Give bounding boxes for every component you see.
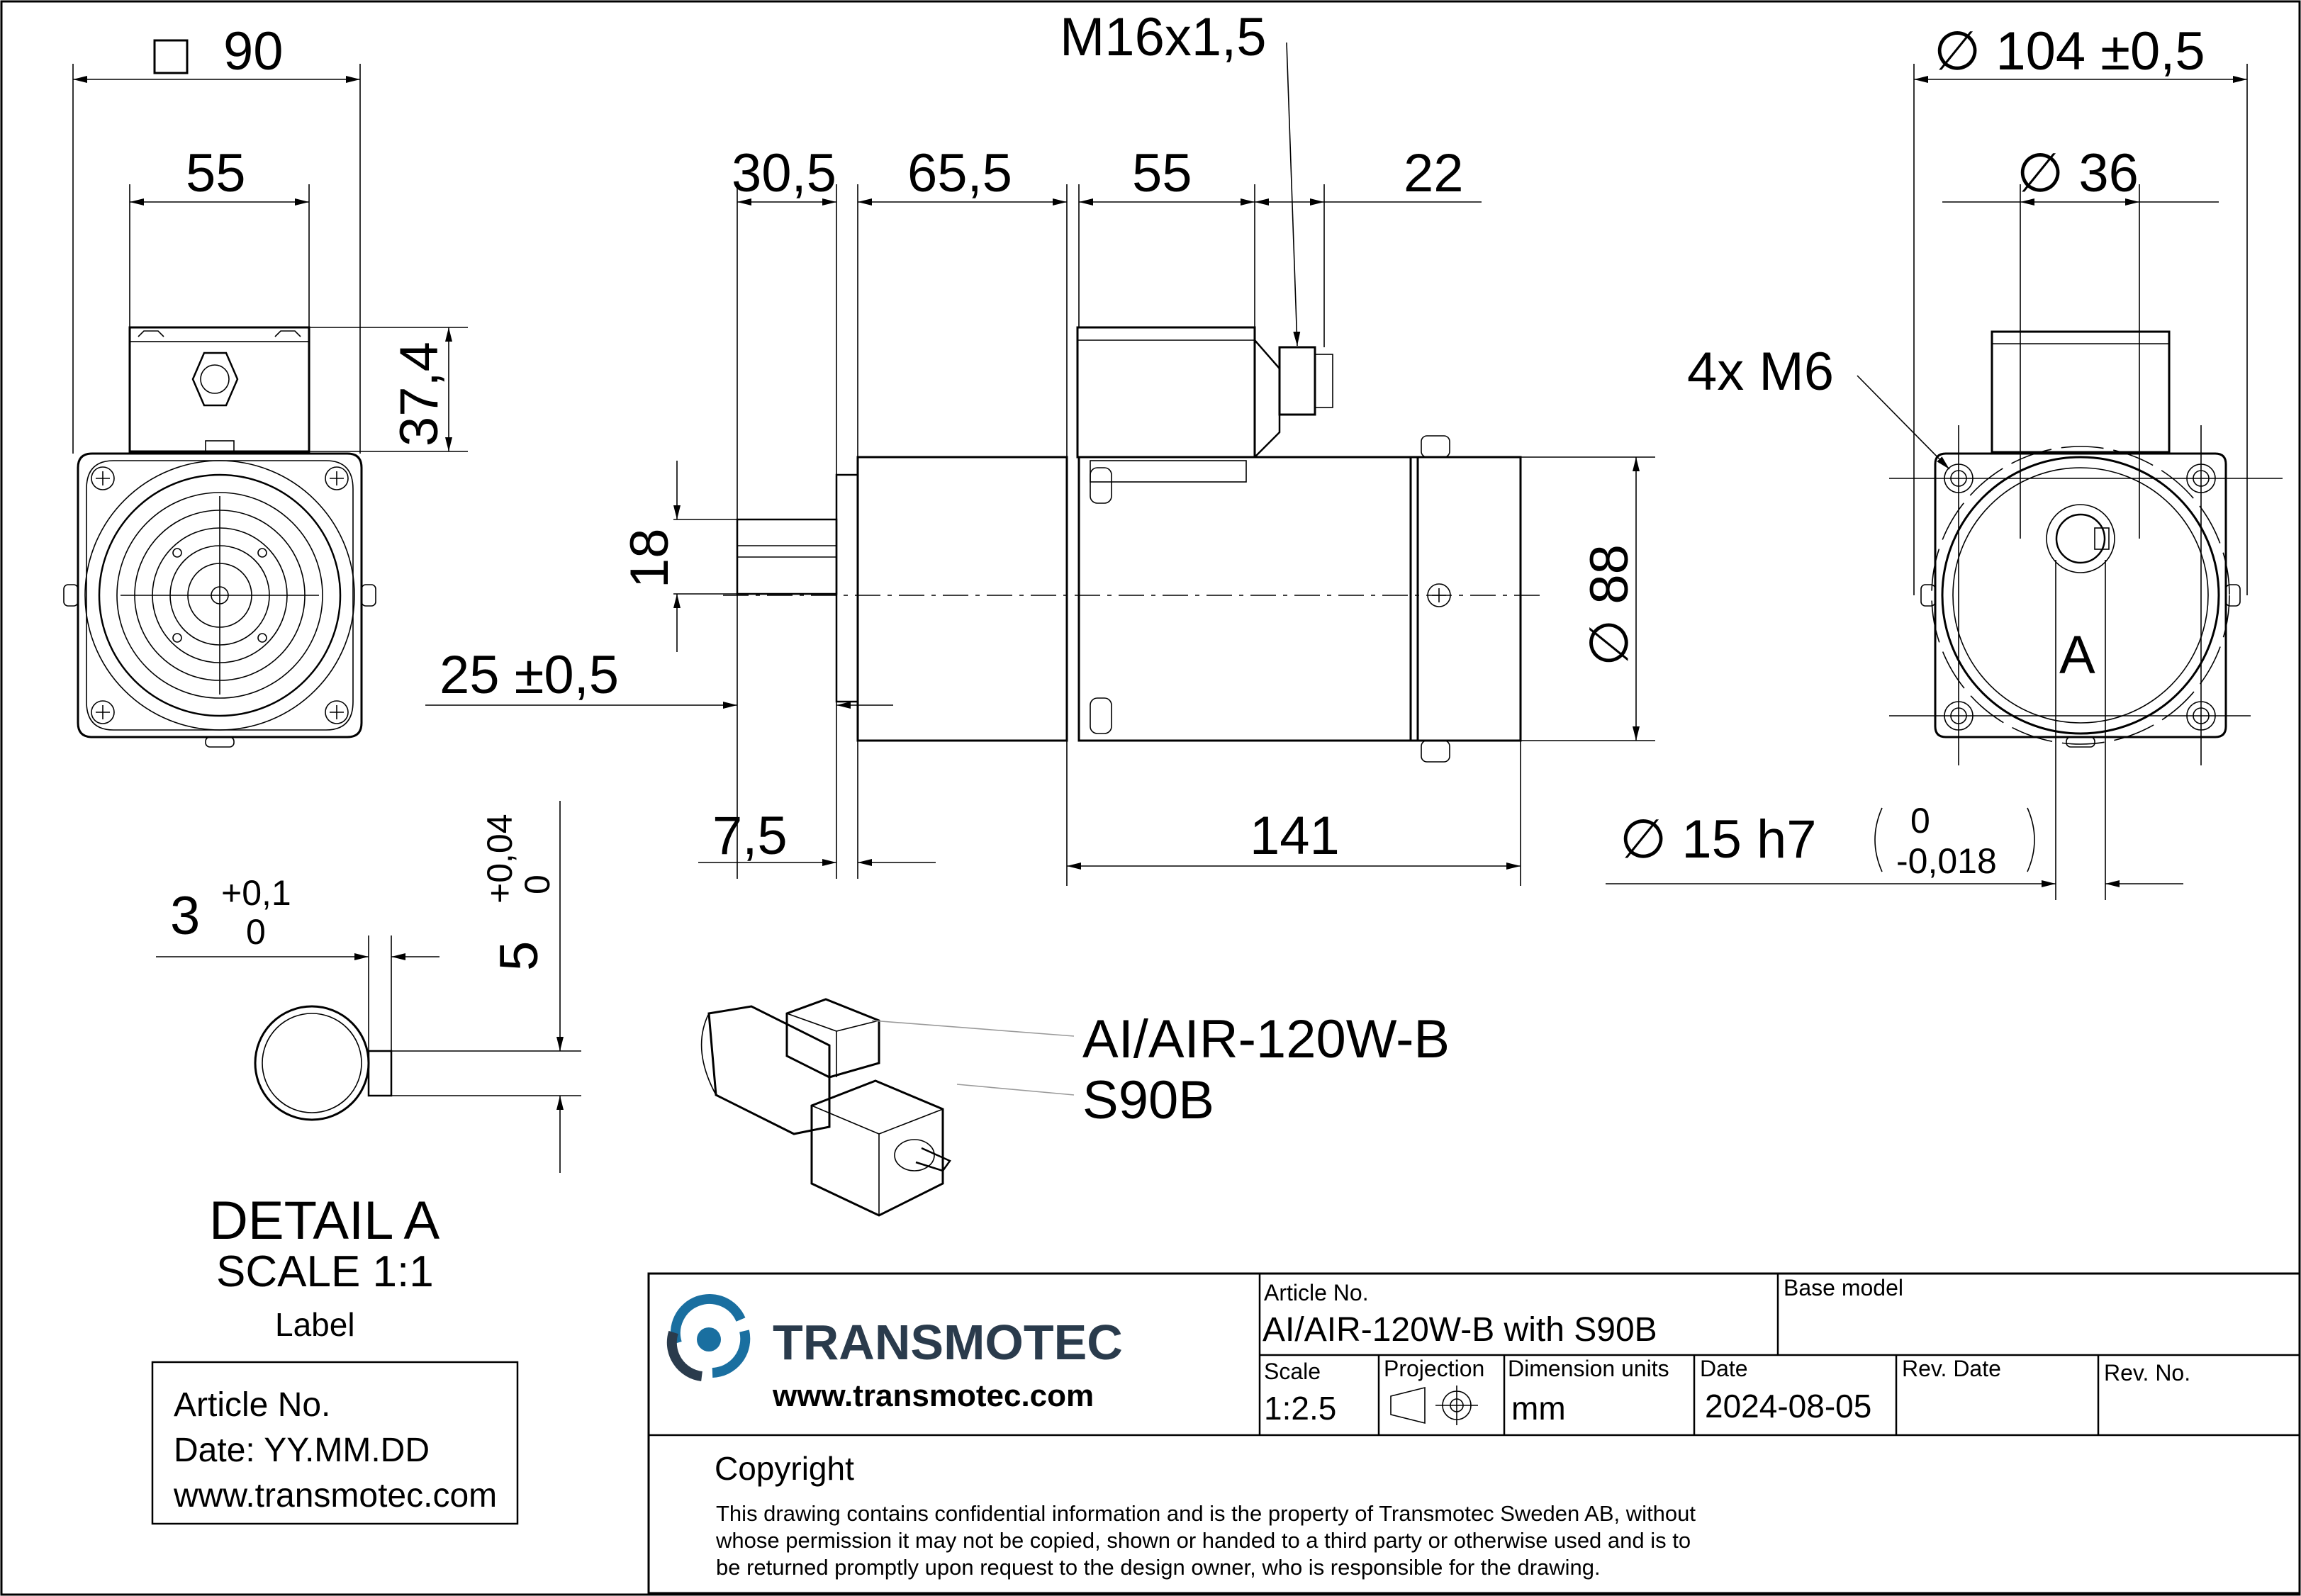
copyright-title: Copyright [715,1450,854,1487]
isometric-view [700,998,1075,1217]
copyright-line-2: whose permission it may not be copied, s… [715,1528,1691,1553]
dim-key-depth-tol-up: +0,04 [480,814,520,904]
dim-rear-inner-dia: ∅ 36 [2017,143,2139,203]
rev-no-label: Rev. No. [2104,1360,2190,1386]
detail-scale: SCALE 1:1 [216,1247,434,1296]
company-website: www.transmotec.com [772,1378,1094,1413]
label-line2: Date: YY.MM.DD [174,1432,430,1469]
dim-shaft-length: 25 ±0,5 [440,645,619,705]
dim-shaft-tol-upper: 0 [1910,801,1930,841]
label-line3: www.transmotec.com [173,1477,497,1514]
article-value: AI/AIR-120W-B with S90B [1263,1311,1657,1349]
dim-side-d4: 22 [1404,143,1464,203]
title-block [647,1272,2301,1595]
dim-front-square: 90 [223,21,284,82]
dim-side-d3: 55 [1132,143,1192,203]
label-line1: Article No. [174,1386,330,1424]
detail-title: DETAIL A [209,1191,440,1251]
front-view [63,39,468,748]
date-label: Date [1700,1356,1748,1381]
dim-shaft-dia: ∅ 15 h7 [1620,809,1817,870]
rear-view [1606,64,2283,900]
company-name: TRANSMOTEC [773,1315,1123,1370]
label-caption: Label [275,1306,355,1343]
date-value: 2024-08-05 [1705,1388,1871,1424]
scale-label: Scale [1264,1359,1321,1384]
dim-side-d1: 30,5 [732,143,836,203]
dim-shaft-tol-lower: -0,018 [1896,841,1997,881]
dim-body-dia: ∅ 88 [1579,544,1640,666]
detail-marker: A [2059,625,2095,685]
dim-thread: M16x1,5 [1060,7,1267,67]
projection-label: Projection [1384,1356,1484,1381]
detail-a-view [156,801,581,1173]
units-label: Dimension units [1508,1356,1669,1381]
dim-pilot: 7,5 [712,806,788,866]
dim-key-width-tol-low: 0 [246,912,266,952]
dim-key-depth: 5 [489,941,549,971]
scale-value: 1:2.5 [1264,1390,1336,1427]
callout-gearbox: S90B [1082,1070,1214,1130]
dim-front-width: 55 [186,143,246,203]
label-box [151,1361,519,1525]
base-model-label: Base model [1784,1275,1903,1300]
units-value: mm [1511,1390,1566,1427]
dim-shaft: 18 [620,528,680,588]
dim-front-height: 37,4 [389,342,449,446]
dim-rear-holes: 4x M6 [1687,342,1834,402]
logo-mark [666,1293,751,1381]
side-view [425,42,1655,886]
dim-rear-outer-dia: ∅ 104 ±0,5 [1934,21,2205,82]
dim-side-d2: 65,5 [907,143,1012,203]
article-label: Article No. [1264,1280,1369,1305]
rev-date-label: Rev. Date [1902,1356,2001,1381]
dim-key-depth-tol-low: 0 [517,875,557,894]
dim-key-width-tol-up: +0,1 [221,873,291,913]
projection-symbol-icon [1390,1386,1478,1425]
dim-key-width: 3 [170,886,200,946]
copyright-line-1: This drawing contains confidential infor… [716,1501,1696,1526]
dim-body-length: 141 [1250,806,1340,866]
copyright-line-3: be returned promptly upon request to the… [716,1555,1601,1580]
callout-motor: AI/AIR-120W-B [1082,1009,1450,1069]
